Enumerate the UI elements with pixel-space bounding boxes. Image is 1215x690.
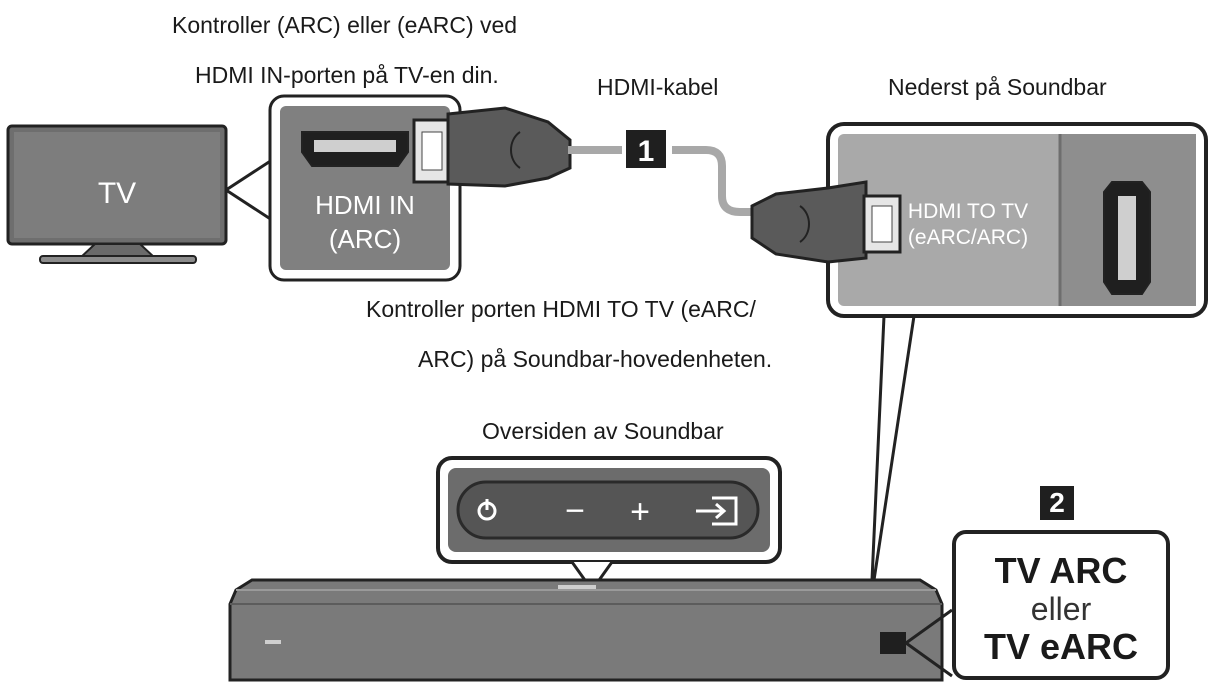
source-icon[interactable] [696, 496, 738, 526]
tv-arc-mode-box: TV ARC eller TV eARC [952, 530, 1170, 680]
mode-line-3: TV eARC [983, 626, 1139, 667]
check-port-label-line1: Kontroller porten HDMI TO TV (eARC/ [366, 296, 756, 322]
tv-port-text-line2: (ARC) [329, 224, 401, 254]
power-icon[interactable] [477, 499, 497, 521]
soundbar-bottom-label: Nederst på Soundbar [888, 74, 1107, 100]
soundbar-bottom-panel: HDMI TO TV (eARC/ARC) [826, 122, 1208, 318]
soundbar-port-text-line1: HDMI TO TV [908, 200, 1028, 223]
soundbar-top-label: Oversiden av Soundbar [482, 418, 724, 444]
volume-down-icon[interactable]: − [565, 492, 585, 530]
tv-illustration: TV [6, 124, 228, 264]
cable-label: HDMI-kabel [597, 74, 719, 100]
soundbar-top-control-panel: − + [436, 456, 782, 593]
step-2-marker: 2 [1040, 486, 1074, 520]
mode-line-2: eller [1030, 591, 1092, 627]
tv-port-label-line2: HDMI IN-porten på TV-en din. [195, 62, 499, 88]
svg-text:1: 1 [638, 135, 655, 168]
tv-label: TV [98, 177, 136, 210]
tv-port-text-line1: HDMI IN [315, 190, 415, 220]
check-port-label-line2: ARC) på Soundbar-hovedenheten. [418, 346, 773, 372]
soundbar-port-text-line2: (eARC/ARC) [908, 226, 1028, 249]
soundbar-illustration [228, 578, 953, 682]
mode-line-1: TV ARC [994, 550, 1128, 591]
step-1-marker: 1 [626, 130, 666, 168]
tv-hdmi-port-panel: HDMI IN (ARC) [268, 94, 462, 282]
hdmi-plug-tv-end [412, 106, 572, 188]
hdmi-cable [568, 146, 752, 216]
tv-port-label-line1: Kontroller (ARC) eller (eARC) ved [172, 12, 518, 38]
hdmi-plug-soundbar-end [750, 180, 902, 264]
volume-up-icon[interactable]: + [630, 493, 650, 531]
